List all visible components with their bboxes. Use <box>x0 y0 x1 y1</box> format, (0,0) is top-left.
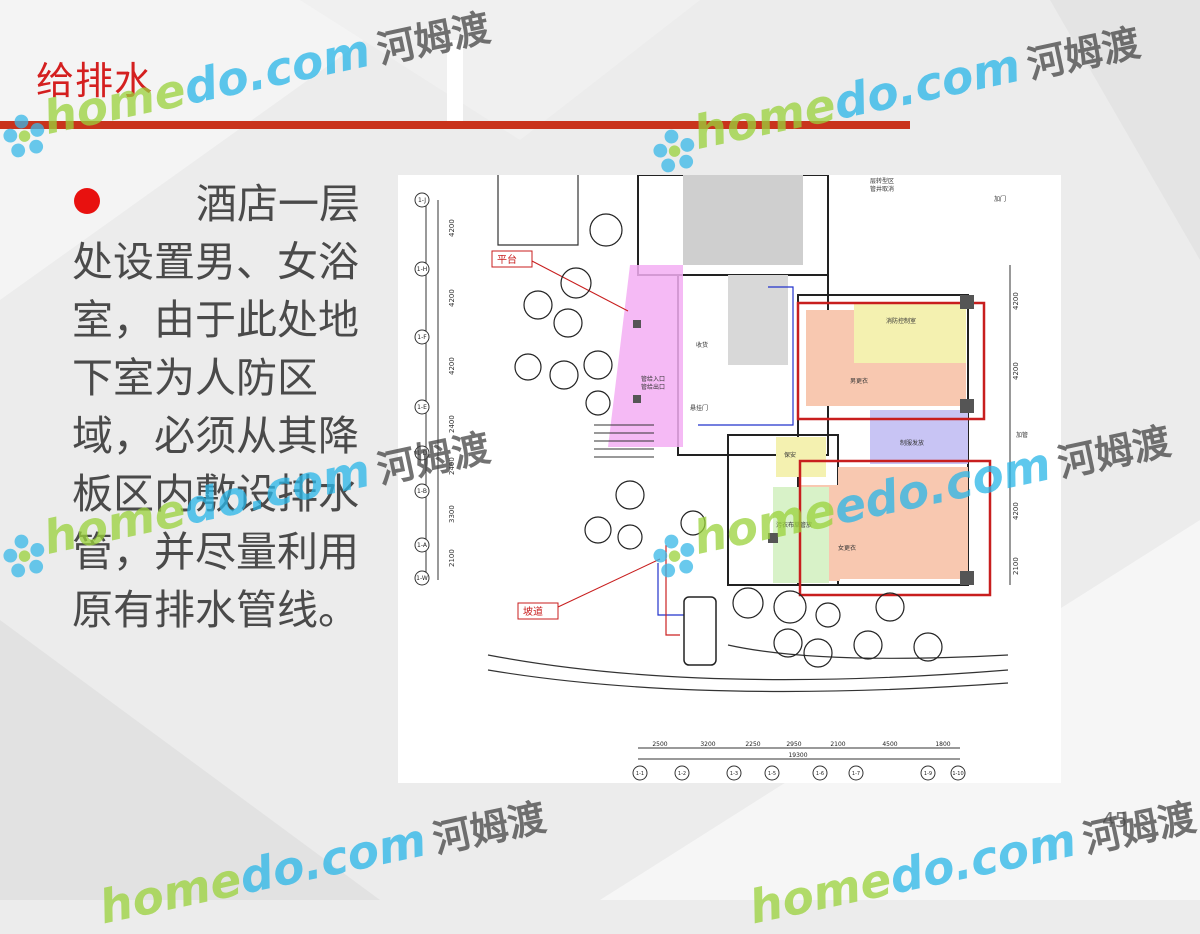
svg-text:1-2: 1-2 <box>678 771 686 777</box>
trees <box>514 213 943 668</box>
svg-text:2100: 2100 <box>448 549 456 567</box>
svg-text:男更衣: 男更衣 <box>850 377 868 385</box>
svg-text:加管: 加管 <box>1016 431 1028 439</box>
callout-ramp: 坡道 <box>523 605 543 618</box>
svg-text:管给入口: 管给入口 <box>641 375 665 383</box>
highlight-box-lower <box>798 459 992 597</box>
svg-text:2400: 2400 <box>448 415 456 433</box>
svg-text:管给出口: 管给出口 <box>641 383 665 391</box>
bullet-icon <box>74 188 100 214</box>
slide-title: 给排水 <box>36 59 154 103</box>
axis-1E: 1-E <box>417 404 427 411</box>
pink-zone <box>608 265 683 447</box>
svg-text:1-6: 1-6 <box>816 771 824 777</box>
svg-text:悬挂门: 悬挂门 <box>690 404 708 412</box>
svg-text:4500: 4500 <box>882 741 897 748</box>
svg-text:2100: 2100 <box>830 741 845 748</box>
axis-1D: 1-D <box>417 450 428 457</box>
svg-text:2950: 2950 <box>786 741 801 748</box>
svg-text:加门: 加门 <box>994 195 1006 203</box>
svg-text:消防控制室: 消防控制室 <box>886 317 916 325</box>
axis-1J: 1-J <box>418 197 426 204</box>
svg-text:4200: 4200 <box>1012 292 1020 310</box>
svg-text:污衣布草管放: 污衣布草管放 <box>776 521 812 529</box>
svg-text:3200: 3200 <box>700 741 715 748</box>
left-axis-bubbles <box>414 192 430 586</box>
svg-text:1-3: 1-3 <box>730 771 738 777</box>
svg-text:制服发放: 制服发放 <box>900 439 924 447</box>
floor-plan: 1-J 1-H 1-F 1-E 1-D 1-B 1-A 1-W 4200 420… <box>398 175 1061 783</box>
axis-1W: 1-W <box>416 575 428 582</box>
title-rule-tick <box>447 40 463 122</box>
svg-text:1-10: 1-10 <box>952 771 963 777</box>
svg-text:4200: 4200 <box>448 289 456 307</box>
floor-plan-svg: 1-J 1-H 1-F 1-E 1-D 1-B 1-A 1-W 4200 420… <box>414 175 1028 781</box>
svg-text:4200: 4200 <box>448 219 456 237</box>
highlight-box-upper <box>796 301 986 421</box>
svg-text:19300: 19300 <box>788 752 807 759</box>
axis-1H: 1-H <box>417 266 428 273</box>
svg-text:2400: 2400 <box>448 457 456 475</box>
svg-text:1-5: 1-5 <box>768 771 776 777</box>
svg-text:2100: 2100 <box>1012 557 1020 575</box>
axis-1A: 1-A <box>417 542 428 549</box>
svg-text:层转型区: 层转型区 <box>870 177 894 185</box>
svg-text:1-9: 1-9 <box>924 771 932 777</box>
callout-platform: 平台 <box>497 253 517 266</box>
svg-text:管井取消: 管井取消 <box>870 185 894 193</box>
axis-1F: 1-F <box>417 334 427 341</box>
svg-text:4200: 4200 <box>1012 362 1020 380</box>
body-text: 酒店一层处设置男、女浴室，由于此处地下室为人防区域，必须从其降板区内敷设排水管，… <box>72 180 360 634</box>
svg-text:4200: 4200 <box>448 357 456 375</box>
page-number: 45 <box>1102 808 1128 832</box>
svg-text:1800: 1800 <box>935 741 950 748</box>
svg-text:1-1: 1-1 <box>636 771 644 777</box>
axis-1B: 1-B <box>417 488 427 495</box>
svg-text:收货: 收货 <box>696 341 708 349</box>
svg-text:2250: 2250 <box>745 741 760 748</box>
svg-text:女更衣: 女更衣 <box>838 544 856 552</box>
svg-text:保安: 保安 <box>784 451 796 459</box>
svg-text:3300: 3300 <box>448 505 456 523</box>
orange-room-female <box>838 467 968 579</box>
title-rule <box>0 121 910 129</box>
svg-text:1-7: 1-7 <box>852 771 860 777</box>
svg-text:4200: 4200 <box>1012 502 1020 520</box>
svg-text:2500: 2500 <box>652 741 667 748</box>
